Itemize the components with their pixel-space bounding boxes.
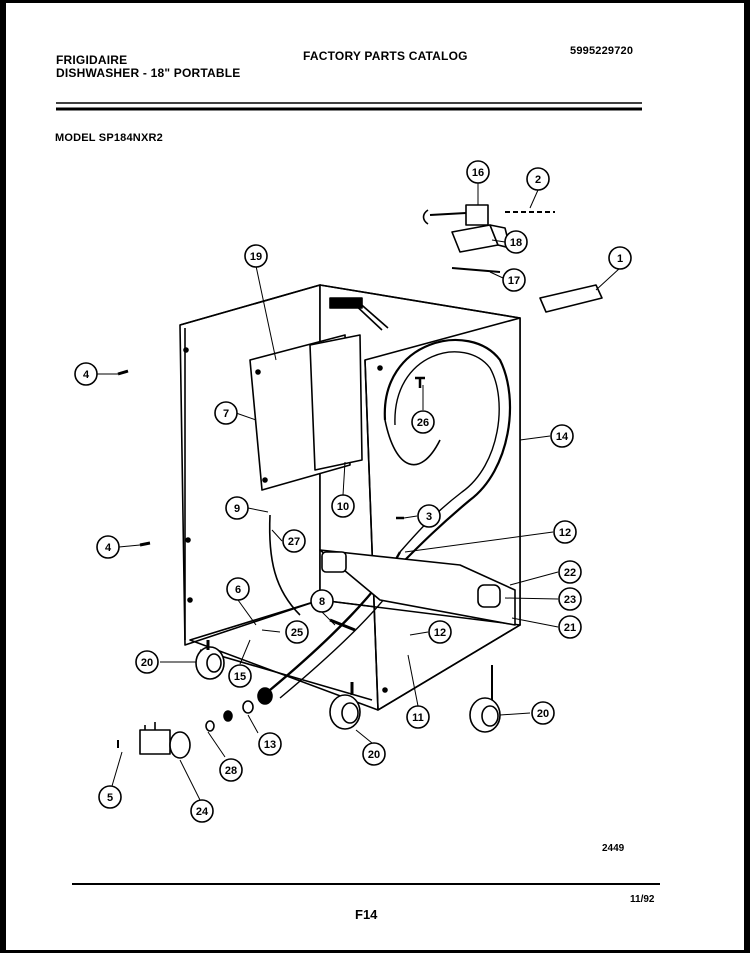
- callout-28: 28: [219, 758, 243, 782]
- catalog-title: FACTORY PARTS CATALOG: [303, 49, 468, 63]
- caster-middle: [329, 682, 361, 730]
- brand-name: FRIGIDAIRE: [56, 53, 128, 67]
- caster-left: [195, 640, 225, 680]
- svg-text:12: 12: [434, 627, 446, 639]
- svg-text:27: 27: [288, 536, 300, 548]
- product-name: DISHWASHER - 18" PORTABLE: [56, 66, 241, 80]
- svg-text:16: 16: [472, 167, 484, 179]
- callout-27: 27: [282, 529, 306, 553]
- callout-12b: 12: [428, 620, 452, 644]
- svg-text:20: 20: [368, 749, 380, 761]
- callout-18: 18: [504, 230, 528, 254]
- callout-17: 17: [502, 268, 526, 292]
- callout-12a: 12: [553, 520, 577, 544]
- svg-text:10: 10: [337, 501, 349, 513]
- svg-text:15: 15: [234, 671, 246, 683]
- callout-19: 19: [244, 244, 268, 268]
- callout-10: 10: [331, 494, 355, 518]
- svg-text:26: 26: [417, 417, 429, 429]
- callout-20c: 20: [531, 701, 555, 725]
- callout-4a: 4: [74, 362, 98, 386]
- print-date: 11/92: [630, 894, 655, 905]
- callout-20a: 20: [135, 650, 159, 674]
- svg-text:14: 14: [556, 431, 569, 443]
- callout-24: 24: [190, 799, 214, 823]
- svg-text:3: 3: [426, 511, 432, 523]
- callout-3: 3: [417, 504, 441, 528]
- svg-text:28: 28: [225, 765, 237, 777]
- callout-1: 1: [608, 246, 632, 270]
- callout-6: 6: [226, 577, 250, 601]
- leader-lines: [96, 182, 621, 801]
- callout-14: 14: [550, 424, 574, 448]
- svg-text:4: 4: [105, 542, 112, 554]
- svg-text:11: 11: [412, 712, 424, 724]
- svg-text:21: 21: [564, 622, 576, 634]
- svg-text:6: 6: [235, 584, 241, 596]
- callout-4b: 4: [96, 535, 120, 559]
- callout-2: 2: [526, 167, 550, 191]
- callout-21: 21: [558, 615, 582, 639]
- callout-22: 22: [558, 560, 582, 584]
- svg-text:17: 17: [508, 275, 520, 287]
- cabinet-diagram: [117, 204, 603, 759]
- callout-7: 7: [214, 401, 238, 425]
- page-number: F14: [355, 907, 378, 922]
- catalog-number: 5995229720: [570, 45, 634, 57]
- svg-text:8: 8: [319, 596, 325, 608]
- svg-text:19: 19: [250, 251, 262, 263]
- svg-text:20: 20: [141, 657, 153, 669]
- svg-text:18: 18: [510, 237, 522, 249]
- svg-text:5: 5: [107, 792, 113, 804]
- control-assembly: [422, 204, 603, 313]
- svg-text:22: 22: [564, 567, 576, 579]
- svg-text:1: 1: [617, 253, 623, 265]
- callout-8: 8: [310, 589, 334, 613]
- callout-20b: 20: [362, 742, 386, 766]
- drawing-code: 2449: [602, 843, 625, 854]
- svg-text:2: 2: [535, 174, 541, 186]
- callout-23: 23: [558, 587, 582, 611]
- inlet-valve: [139, 687, 273, 759]
- callout-5: 5: [98, 785, 122, 809]
- svg-text:7: 7: [223, 408, 229, 420]
- callout-9: 9: [225, 496, 249, 520]
- svg-text:25: 25: [291, 627, 303, 639]
- callout-13: 13: [258, 732, 282, 756]
- svg-text:12: 12: [559, 527, 571, 539]
- model-number: MODEL SP184NXR2: [55, 132, 163, 144]
- caster-right: [469, 665, 501, 733]
- svg-text:13: 13: [264, 739, 276, 751]
- callouts: 1 2 16 18 17 19 4 7 26 14 10 9 3 12 27 4…: [74, 160, 632, 823]
- callout-25: 25: [285, 620, 309, 644]
- svg-text:4: 4: [83, 369, 90, 381]
- callout-15: 15: [228, 664, 252, 688]
- callout-11: 11: [406, 705, 430, 729]
- brand-block: FRIGIDAIRE DISHWASHER - 18" PORTABLE: [56, 54, 240, 80]
- svg-text:20: 20: [537, 708, 549, 720]
- svg-text:9: 9: [234, 503, 240, 515]
- callout-16: 16: [466, 160, 490, 184]
- callout-26: 26: [411, 410, 435, 434]
- svg-text:23: 23: [564, 594, 576, 606]
- svg-text:24: 24: [196, 806, 209, 818]
